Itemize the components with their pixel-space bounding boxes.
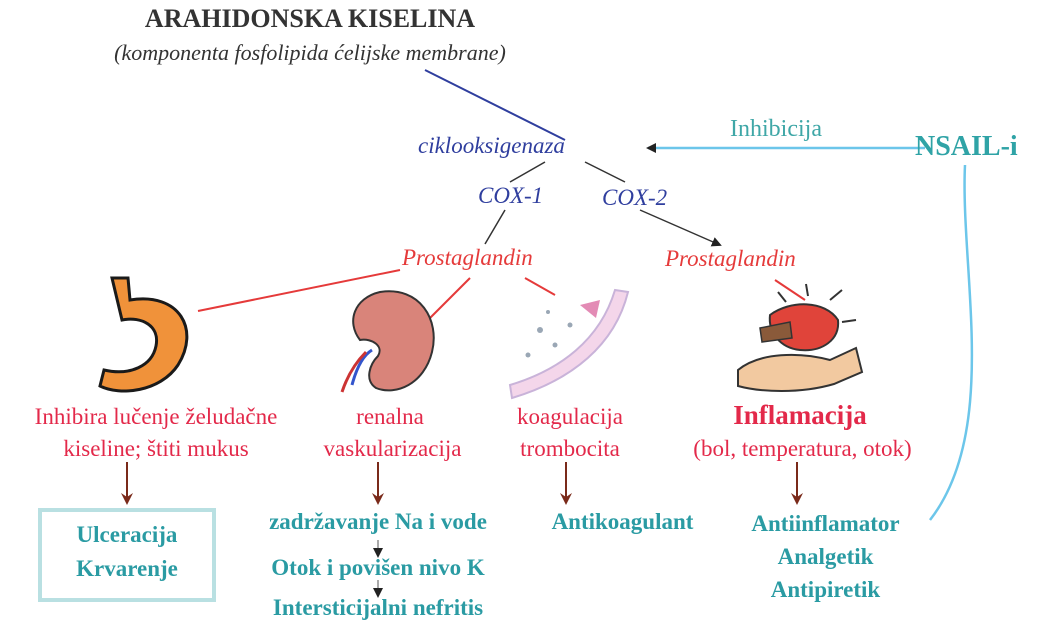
stomach-outcome-1: Ulceracija [38, 522, 216, 548]
cox2-to-prostaglandin [640, 210, 720, 245]
kidney-outcome-1: zadržavanje Na i vode [238, 509, 518, 535]
inflammation-outcome-1: Antiinflamator [718, 511, 933, 537]
inhibition-label: Inhibicija [730, 116, 822, 144]
prostaglandin-right: Prostaglandin [665, 246, 796, 272]
kidney-effect-line1: renalna [310, 404, 470, 430]
inhibitor-label: NSAIL-i [915, 131, 1018, 163]
pg-to-platelets [525, 278, 555, 295]
pg-to-kidney [430, 278, 470, 318]
feedback-curve [930, 165, 972, 520]
stomach-effect-line1: Inhibira lučenje želudačne [0, 404, 312, 430]
platelet-effect-line1: koagulacija [500, 404, 640, 430]
blood-vessel-icon [510, 290, 628, 398]
cox2-connector [585, 162, 625, 182]
cox1-to-prostaglandin [485, 210, 505, 244]
substrate-connector [425, 70, 565, 140]
inflammation-detail: (bol, temperatura, otok) [665, 436, 940, 462]
enzyme-label: ciklooksigenaza [418, 133, 565, 159]
kidney-icon [342, 291, 434, 392]
cox2-label: COX-2 [602, 185, 667, 211]
pg-to-inflammation [775, 280, 805, 300]
platelet-effect-line2: trombocita [500, 436, 640, 462]
kidney-outcome-3: Intersticijalni nefritis [238, 595, 518, 621]
diagram-subtitle: (komponenta fosfolipida ćelijske membran… [0, 40, 620, 65]
kidney-outcome-2: Otok i povišen nivo K [238, 555, 518, 581]
stomach-outcome-2: Krvarenje [38, 556, 216, 582]
inflammation-outcome-2: Analgetik [718, 544, 933, 570]
prostaglandin-left: Prostaglandin [402, 245, 533, 271]
stomach-icon [100, 278, 187, 391]
kidney-effect-line2: vaskularizacija [305, 436, 480, 462]
cox1-label: COX-1 [478, 183, 543, 209]
inflammation-outcome-3: Antipiretik [718, 577, 933, 603]
inflammation-title: Inflamacija [690, 400, 910, 431]
diagram-title: ARAHIDONSKA KISELINA [0, 4, 620, 34]
platelet-outcome-1: Antikoagulant [530, 509, 715, 535]
inflamed-hand-icon [738, 284, 862, 391]
stomach-effect-line2: kiseline; štiti mukus [0, 436, 312, 462]
cox1-connector [510, 162, 545, 182]
